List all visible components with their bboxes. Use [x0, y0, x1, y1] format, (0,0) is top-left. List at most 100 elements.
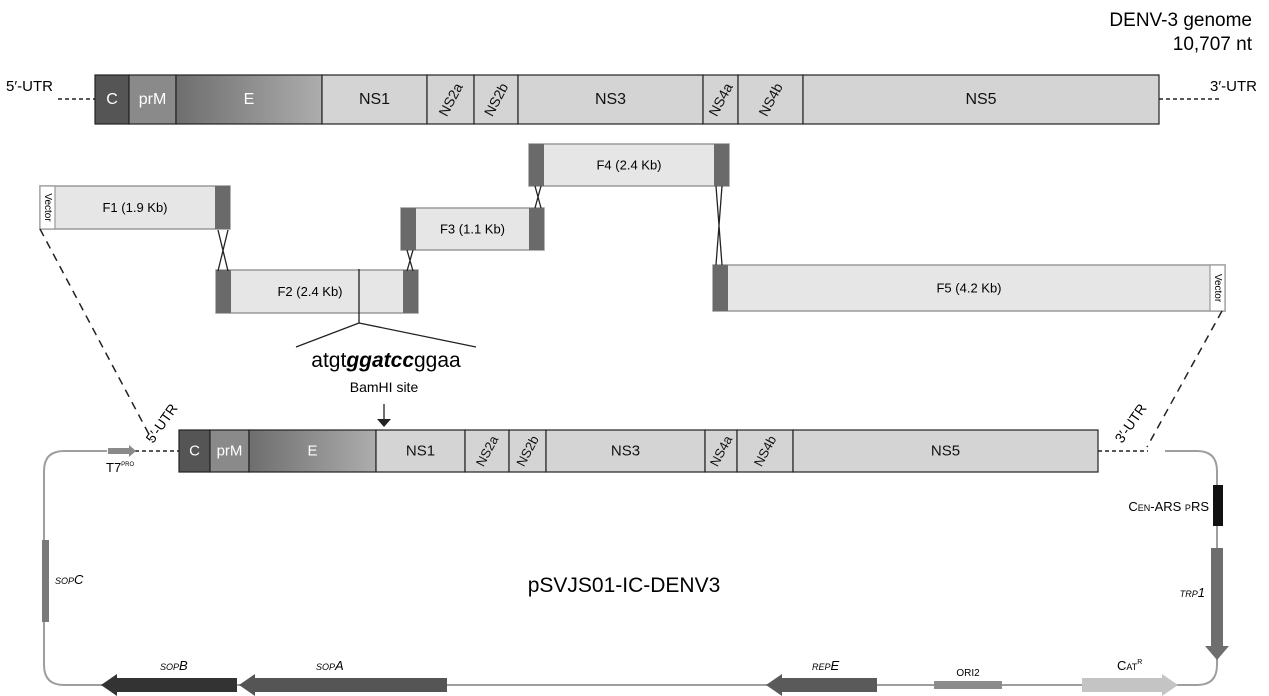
fragment-f4-right-overlap — [714, 144, 729, 186]
fragment-f5-left-overlap — [713, 265, 728, 311]
fragment-f2-label: F2 (2.4 Kb) — [277, 284, 342, 299]
genome-segment-c — [94, 74, 130, 125]
plasmid-segment-ns4a — [704, 429, 738, 473]
t7-label: T7PRO — [106, 460, 135, 475]
sopa-main: A — [334, 658, 344, 673]
repe-label: REPE — [812, 658, 840, 673]
sopa-arrow — [239, 674, 447, 696]
genome-label-ns1: NS1 — [359, 91, 390, 108]
genome-segment-ns1 — [321, 74, 428, 125]
genome-segment-ns4b — [737, 74, 804, 125]
fragment-f4-label: F4 (2.4 Kb) — [596, 158, 661, 173]
sopc-label: SOPC — [55, 572, 84, 587]
plasmid-segment-ns2a — [464, 429, 510, 473]
fragment-f5-vector-end — [1209, 264, 1226, 312]
fragment-f4-left-overlap — [529, 144, 544, 186]
trp1-main: 1 — [1198, 585, 1205, 600]
site-sequence: atgtggatccggaa — [311, 349, 461, 372]
genome-label-ns3: NS3 — [595, 91, 626, 108]
plasmid-label-ns5: NS5 — [931, 443, 960, 460]
site-arrow-head — [377, 419, 391, 427]
fragment-f2 — [215, 269, 419, 314]
genome-segment-ns2a — [426, 74, 475, 125]
fragment-f4 — [528, 143, 730, 187]
trp1-arrow — [1205, 548, 1229, 660]
crossover-f3-f4 — [534, 185, 542, 209]
plasmid-name: pSVJS01-IC-DENV3 — [528, 574, 721, 597]
t7-promoter-arrow — [108, 445, 136, 457]
plasmid-label-e: E — [307, 443, 317, 460]
sopb-arrow — [101, 674, 237, 696]
genome-segment-prm — [128, 74, 177, 125]
fragment-f3-right-overlap — [529, 208, 544, 250]
genome-label-c: C — [106, 91, 118, 108]
sopc-main: C — [74, 572, 84, 587]
genome-label-e: E — [244, 91, 255, 108]
fragment-f1-vector-end — [39, 185, 56, 230]
sopb-small: SOP — [160, 662, 179, 672]
fragment-f5-vector-label: Vector — [1212, 274, 1223, 303]
cen-c: C — [1128, 499, 1137, 514]
site-name: BamHI site — [350, 379, 419, 395]
repe-arrow — [766, 674, 877, 696]
sopa-label: SOPA — [316, 658, 344, 673]
genome-label-prm: prM — [139, 91, 167, 108]
repe-small: REP — [812, 662, 831, 672]
genome-segment-ns3 — [517, 74, 704, 125]
cen-ars-element — [1213, 485, 1223, 526]
genome-title: DENV-3 genome — [1109, 10, 1252, 31]
cat-label: CATR — [1117, 658, 1142, 673]
crossover-marks — [217, 185, 723, 272]
cen-en: EN — [1138, 503, 1151, 513]
seq-suffix: ggaa — [414, 349, 461, 372]
genome-length: 10,707 nt — [1173, 34, 1253, 55]
seq-prefix: atgt — [311, 349, 346, 372]
t7-main: T7 — [106, 460, 121, 475]
cen-p: P — [1185, 503, 1191, 513]
fragment-f2-left-overlap — [216, 270, 231, 313]
sopc-small: SOP — [55, 576, 74, 586]
cat-arrow — [1082, 674, 1178, 696]
site-zoom-lines — [295, 322, 477, 348]
fragment-f1-vector-label: Vector — [42, 193, 53, 222]
plasmid-utr5-label: 5′-UTR — [142, 401, 180, 446]
plasmid-segment-ns5 — [792, 429, 1099, 473]
plasmid-backbone — [43, 450, 1218, 686]
ori2-label: ORI2 — [956, 668, 980, 679]
genome-utr3-label: 3′-UTR — [1210, 78, 1257, 95]
bamhi-detail: atgtggatccggaa BamHI site — [295, 269, 477, 427]
plasmid-segment-ns3 — [545, 429, 706, 473]
fragment-f3-left-overlap — [401, 208, 416, 250]
cat-small: AT — [1126, 662, 1137, 672]
crossover-f1-f2 — [217, 229, 229, 272]
fragment-f2-right-overlap — [403, 270, 418, 313]
genome-segment-ns2b — [473, 74, 519, 125]
cen-mid: -ARS — [1150, 499, 1185, 514]
genome-label-ns5: NS5 — [965, 91, 996, 108]
plasmid-label-ns1: NS1 — [406, 443, 435, 460]
sopc-element — [42, 540, 49, 622]
plasmid-segment-ns1 — [375, 429, 466, 473]
fragment-f3-label: F3 (1.1 Kb) — [440, 222, 505, 237]
trp1-label: TRP1 — [1180, 585, 1205, 600]
fragment-f5-label: F5 (4.2 Kb) — [936, 281, 1001, 296]
fragment-f3 — [400, 207, 545, 251]
cen-ars-label: CEN-ARS PRS — [1128, 499, 1209, 514]
seq-site: ggatcc — [345, 349, 414, 372]
plasmid-label-ns3: NS3 — [611, 443, 640, 460]
plasmid-utr3-label: 3′-UTR — [1111, 401, 1149, 446]
genome-utr5-label: 5′-UTR — [6, 78, 53, 95]
vector-connector-left — [39, 228, 153, 441]
trp1-small: TRP — [1180, 589, 1198, 599]
plasmid-segment-e — [248, 429, 377, 473]
sopa-small: SOP — [316, 662, 335, 672]
genome-segment-ns5 — [802, 74, 1160, 125]
repe-main: E — [831, 658, 840, 673]
vector-connector-right — [1146, 310, 1223, 448]
crossover-f2-f3 — [406, 249, 414, 272]
fragment-f5 — [712, 264, 1226, 312]
